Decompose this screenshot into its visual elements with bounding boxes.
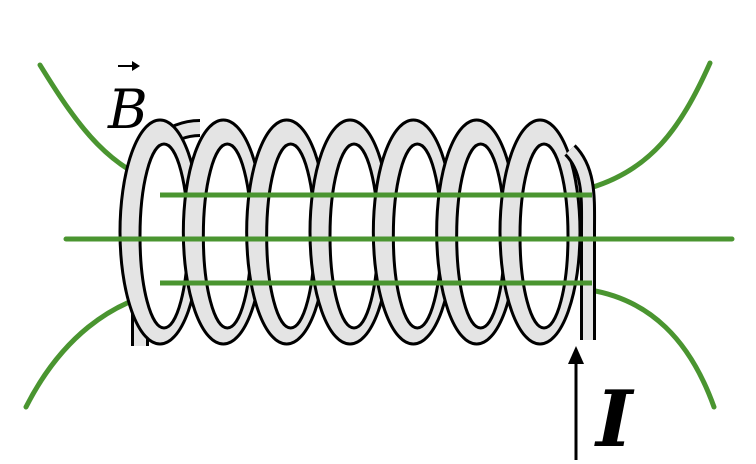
current-label: I [594, 374, 635, 464]
field-line-upper-right [587, 60, 713, 191]
field-label: B [107, 78, 148, 141]
solenoid-coil [118, 118, 597, 346]
vector-arrow-icon [118, 61, 140, 71]
current-arrow-icon [568, 346, 584, 460]
coil-lead-right-fill [566, 146, 594, 340]
field-lines-front [66, 192, 732, 286]
field-line-lower-right [587, 287, 717, 410]
